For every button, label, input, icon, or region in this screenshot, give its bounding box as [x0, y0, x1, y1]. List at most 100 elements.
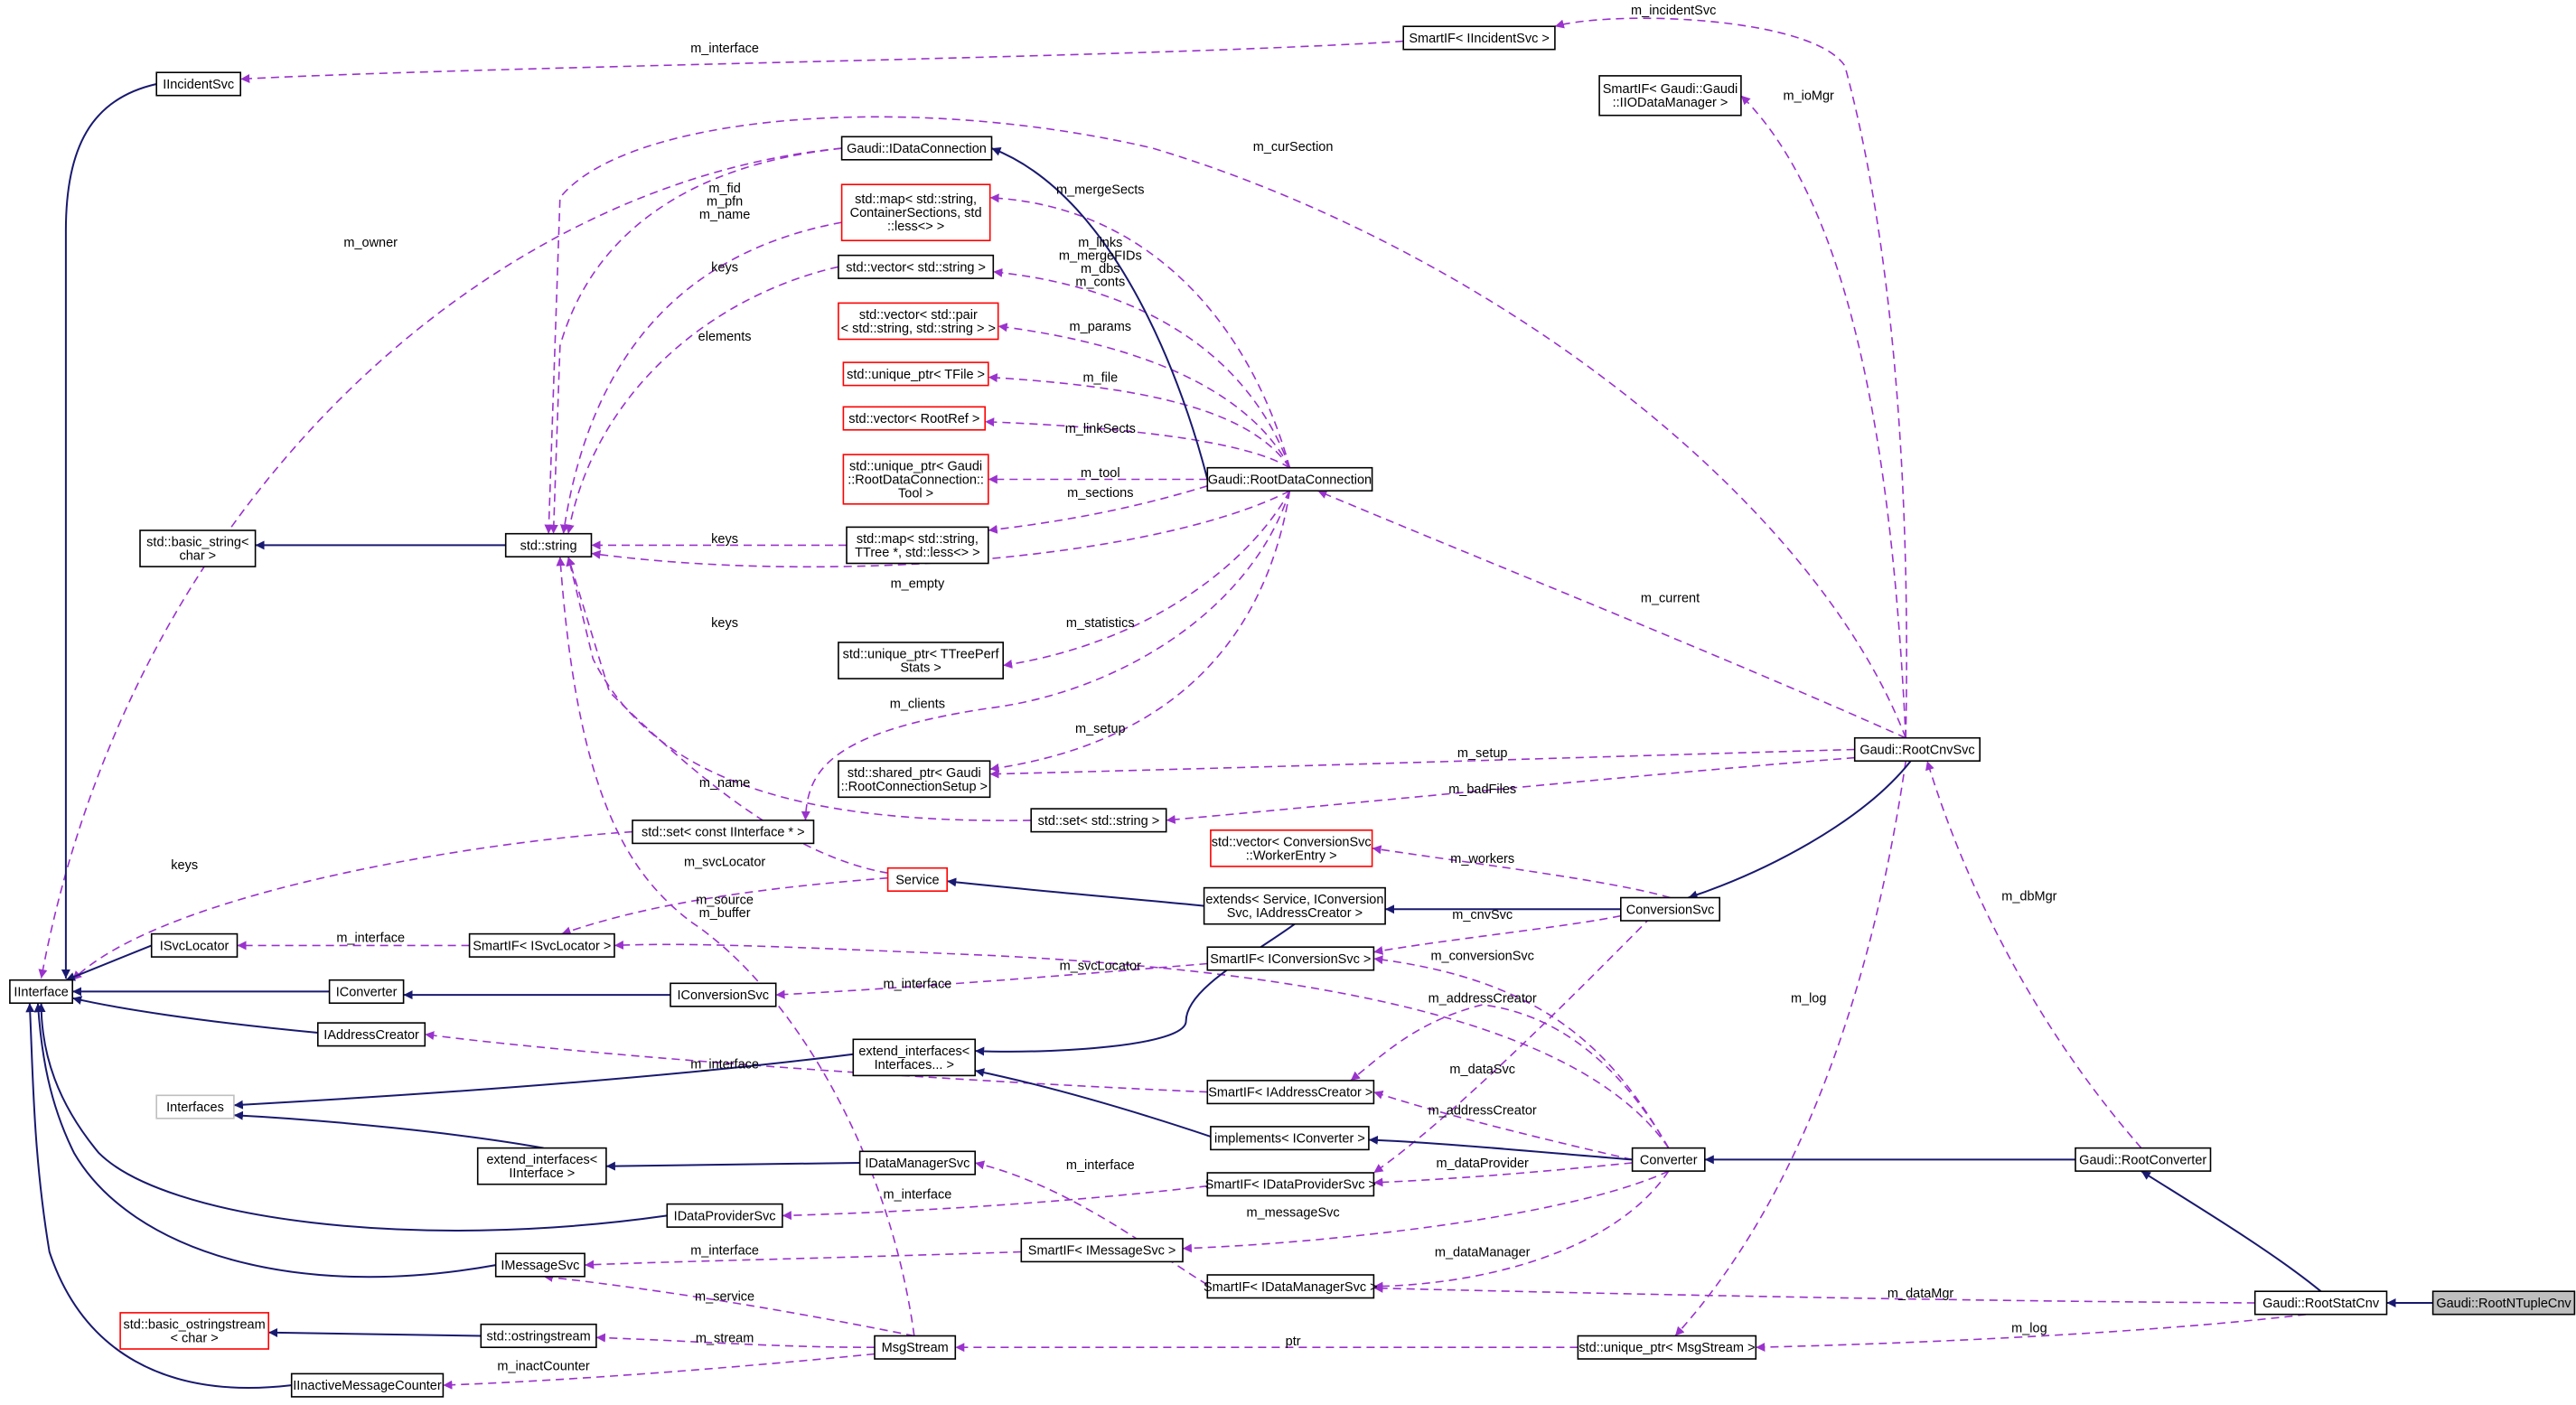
- class-node-smartif-idatamanagersvc[interactable]: SmartIF< IDataManagerSvc >: [1204, 1274, 1378, 1299]
- edge-label-m-datasvc: m_dataSvc: [1449, 1063, 1515, 1077]
- class-node-vector-pair[interactable]: std::vector< std::pair< std::string, std…: [838, 302, 999, 341]
- edge-labels-layer: m_incidentSvcm_interfacem_ioMgrm_curSect…: [171, 4, 2056, 1373]
- class-node-unique-msgstream[interactable]: std::unique_ptr< MsgStream >: [1577, 1335, 1757, 1360]
- class-node-label: std::unique_ptr< TTreePerf: [843, 648, 1000, 662]
- class-node-map-ttree[interactable]: std::map< std::string,TTree *, std::less…: [846, 526, 989, 565]
- class-node-smartif-idataprovidersvc[interactable]: SmartIF< IDataProviderSvc >: [1205, 1172, 1376, 1197]
- class-node-basic-ostringstream[interactable]: std::basic_ostringstream< char >: [119, 1312, 270, 1350]
- class-node-label: < std::string, std::string > >: [841, 322, 996, 336]
- class-node-smartif-iaddresscreator[interactable]: SmartIF< IAddressCreator >: [1206, 1080, 1375, 1105]
- class-node-vector-workerentry[interactable]: std::vector< ConversionSvc::WorkerEntry …: [1210, 829, 1373, 867]
- class-node-extend-interfaces-iinterface[interactable]: extend_interfaces<IInterface >: [476, 1147, 607, 1185]
- class-node-box: [838, 254, 995, 279]
- class-node-smartif-imessagesvc[interactable]: SmartIF< IMessageSvc >: [1020, 1238, 1184, 1263]
- class-node-vector-string[interactable]: std::vector< std::string >: [838, 254, 995, 279]
- class-node-set-iinterface[interactable]: std::set< const IInterface * >: [632, 820, 815, 845]
- class-node-msgstream[interactable]: MsgStream: [874, 1335, 957, 1360]
- class-node-rootconverter[interactable]: Gaudi::RootConverter: [2075, 1147, 2212, 1172]
- edge-label-keys-1: keys: [711, 260, 738, 275]
- class-node-ostringstream[interactable]: std::ostringstream: [480, 1323, 597, 1348]
- class-node-converter[interactable]: Converter: [1631, 1147, 1706, 1172]
- class-node-iconverter[interactable]: IConverter: [328, 979, 405, 1004]
- class-node-box: [666, 1203, 783, 1228]
- class-node-label: std::map< std::string,: [857, 532, 979, 547]
- class-node-label: char >: [179, 549, 216, 564]
- edge-label-m-interface-message: m_interface: [690, 1244, 759, 1259]
- class-node-conversionsvc[interactable]: ConversionSvc: [1620, 896, 1721, 922]
- inheritance-edge-converter-to-implements-iconverter: [1368, 1135, 1633, 1161]
- class-node-rootcnvsvc[interactable]: Gaudi::RootCnvSvc: [1853, 736, 1981, 763]
- edge-label-m-file: m_file: [1082, 371, 1118, 386]
- inheritance-edge-rootcnvsvc-to-conversionsvc: [1688, 760, 1912, 900]
- class-node-basic-string[interactable]: std::basic_string<char >: [139, 529, 257, 567]
- class-node-box: [155, 71, 241, 97]
- class-node-label: IDataManagerSvc: [865, 1157, 970, 1171]
- class-node-box: [2253, 1290, 2388, 1316]
- class-node-shared-rootconnectionsetup[interactable]: std::shared_ptr< Gaudi::RootConnectionSe…: [838, 760, 991, 799]
- class-node-smartif-iiodatamanager[interactable]: SmartIF< Gaudi::Gaudi::IIODataManager >: [1598, 75, 1742, 117]
- class-node-iincidentsvc[interactable]: IIncidentSvc: [155, 71, 241, 97]
- edge-label-m-stream: m_stream: [696, 1331, 754, 1345]
- class-node-iconversionsvc[interactable]: IConversionSvc: [670, 982, 777, 1007]
- class-node-smartif-iconversionsvc[interactable]: SmartIF< IConversionSvc >: [1206, 946, 1375, 971]
- usage-edge-converter-to-smartif-isvclocator: [614, 940, 1670, 1149]
- class-node-label: extend_interfaces<: [486, 1153, 597, 1167]
- edge-label-m-badfiles: m_badFiles: [1448, 782, 1516, 797]
- class-node-label: Gaudi::RootDataConnection: [1208, 473, 1372, 488]
- usage-edge-msgstream-to-imessagesvc: [543, 1272, 914, 1337]
- class-node-box: [886, 866, 948, 893]
- class-node-label: IConverter: [336, 985, 398, 999]
- class-node-iinterface[interactable]: IInterface: [9, 979, 74, 1004]
- class-node-label: SmartIF< IDataProviderSvc >: [1205, 1178, 1376, 1193]
- class-node-rootstatcnv[interactable]: Gaudi::RootStatCnv: [2253, 1290, 2388, 1316]
- usage-edge-rootdataconnection-to-vector-rootref: [985, 417, 1290, 469]
- edge-label-keys-4: keys: [171, 858, 198, 873]
- class-node-label: std::set< std::string >: [1038, 814, 1160, 829]
- class-node-set-string[interactable]: std::set< std::string >: [1030, 808, 1167, 833]
- class-node-implements-iconverter[interactable]: implements< IConverter >: [1210, 1126, 1370, 1151]
- class-node-label: implements< IConverter >: [1214, 1132, 1365, 1147]
- class-node-rootntuplecnv[interactable]: Gaudi::RootNTupleCnv: [2431, 1290, 2576, 1316]
- class-node-box: [1210, 829, 1373, 867]
- class-node-iaddresscreator[interactable]: IAddressCreator: [316, 1022, 426, 1047]
- inheritance-edge-ostringstream-to-basic-ostringstream: [268, 1327, 482, 1337]
- class-node-label: SmartIF< IConversionSvc >: [1210, 952, 1371, 967]
- class-node-vector-rootref[interactable]: std::vector< RootRef >: [842, 406, 987, 431]
- class-node-extend-interfaces-variadic[interactable]: extend_interfaces<Interfaces... >: [852, 1038, 976, 1077]
- class-node-imessagesvc[interactable]: IMessageSvc: [494, 1252, 585, 1278]
- class-node-box: [119, 1312, 270, 1350]
- edge-label-m-svclocator-2: m_svcLocator: [1060, 959, 1141, 973]
- class-node-idatamanagersvc[interactable]: IDataManagerSvc: [858, 1150, 976, 1176]
- class-node-iinactivemessagecounter[interactable]: IInactiveMessageCounter: [290, 1372, 445, 1398]
- class-node-box: [842, 406, 987, 431]
- class-node-service[interactable]: Service: [886, 866, 948, 893]
- class-node-smartif-isvclocator[interactable]: SmartIF< ISvcLocator >: [468, 932, 615, 958]
- edge-label-m-interface-incident: m_interface: [690, 42, 759, 56]
- class-node-idataprovidersvc[interactable]: IDataProviderSvc: [666, 1203, 783, 1228]
- class-node-map-containersections[interactable]: std::map< std::string,ContainerSections,…: [840, 183, 991, 241]
- class-node-label: < char >: [170, 1332, 218, 1346]
- usage-edge-rootdataconnection-to-map-containersections: [989, 193, 1291, 468]
- class-node-extends-service[interactable]: extends< Service, IConversionSvc, IAddre…: [1203, 886, 1386, 925]
- class-node-isvclocator[interactable]: ISvcLocator: [150, 932, 239, 958]
- class-node-rootdataconnection[interactable]: Gaudi::RootDataConnection: [1206, 466, 1373, 492]
- inheritance-edge-extend-interfaces-iinterface-to-interfaces: [233, 1110, 544, 1149]
- class-node-smartif-iincidentsvc[interactable]: SmartIF< IIncidentSvc >: [1402, 25, 1556, 51]
- class-node-box: [874, 1335, 957, 1360]
- class-node-idataconnection[interactable]: Gaudi::IDataConnection: [840, 136, 993, 161]
- class-node-std-string[interactable]: std::string: [504, 532, 593, 558]
- class-node-label: IDataProviderSvc: [674, 1209, 776, 1223]
- class-node-label: TTree *, std::less<> >: [855, 546, 979, 560]
- inheritance-edge-idataprovidersvc-to-iinterface: [36, 1003, 668, 1232]
- class-node-unique-tfile[interactable]: std::unique_ptr< TFile >: [842, 361, 989, 387]
- class-node-label: SmartIF< Gaudi::Gaudi: [1603, 82, 1738, 97]
- class-node-label: Gaudi::RootNTupleCnv: [2436, 1297, 2571, 1311]
- edge-label-m-interface-datamanager: m_interface: [1066, 1158, 1135, 1173]
- class-node-interfaces[interactable]: Interfaces: [155, 1094, 235, 1119]
- class-node-unique-tool[interactable]: std::unique_ptr< Gaudi::RootDataConnecti…: [842, 454, 989, 505]
- usage-edge-rootconverter-to-rootcnvsvc: [1925, 760, 2142, 1149]
- edge-label-m-log-2: m_log: [2011, 1321, 2047, 1335]
- inheritance-edge-iinactivemessagecounter-to-iinterface: [25, 1003, 292, 1389]
- edge-label-m-addresscreator-1: m_addressCreator: [1429, 992, 1537, 1007]
